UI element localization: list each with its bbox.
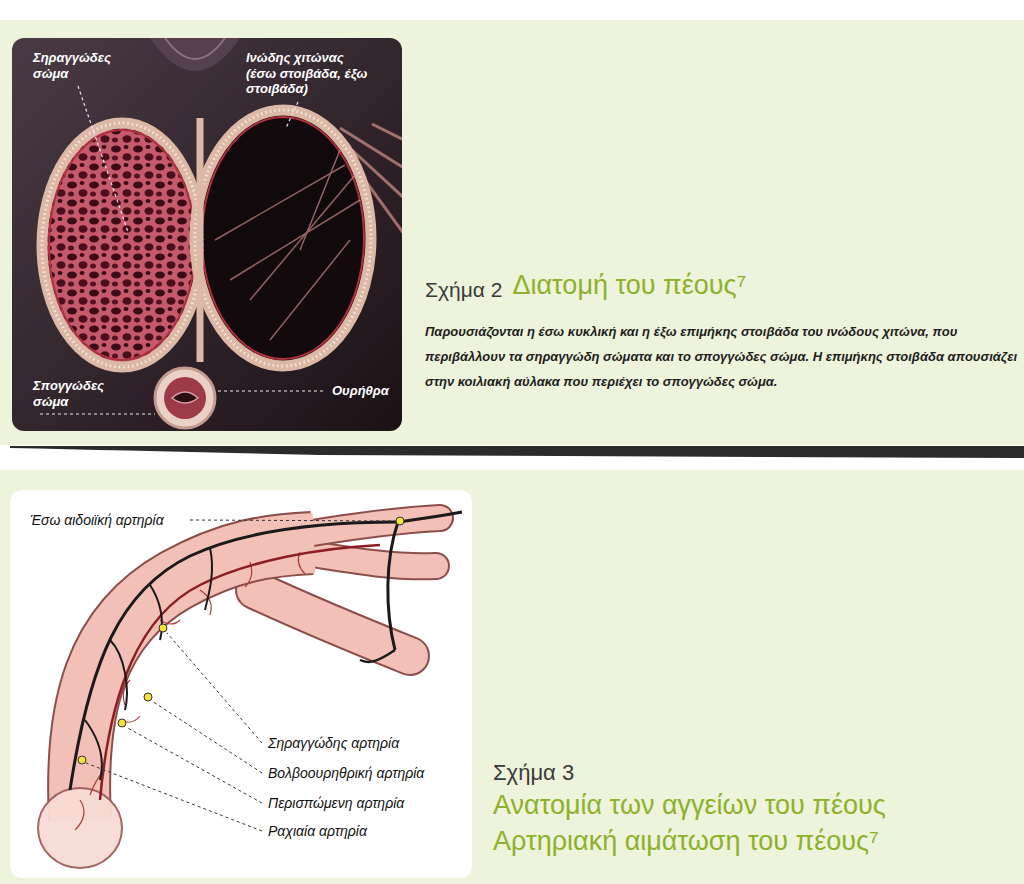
panel-ground [0,20,1024,445]
figure-number: Σχήμα 2 [425,278,502,302]
leader-line [218,390,326,391]
cross-section [42,123,202,367]
figure-title: Αρτηριακή αιμάτωση του πέους⁷ [493,826,879,857]
image-panel: Σηραγγώδες σώμα Ινώδης χιτώνας (έσω στοιβ… [12,38,402,431]
penis-vessels [300,552,436,566]
penis-vessels [300,552,436,566]
cross-section [155,368,215,428]
penis-vessels [396,517,404,525]
leader-line [78,86,128,232]
penis-vessels [205,548,212,610]
artery-label: Περισπώμενη αρτηρία [268,795,404,812]
penis-vessels [150,585,162,640]
artery-label: Σηραγγώδης αρτηρία [268,735,399,752]
cross-section [164,377,206,419]
part-label: Ινώδης χιτώνας (έσω στοιβάδα, έξω στοιβά… [246,50,371,97]
leader-line [152,701,262,773]
figure-title: Ανατομία των αγγείων του πέους [493,790,886,821]
cross-section [150,38,240,71]
cross-section [250,175,355,300]
figure-panel: Σχήμα 3 Ανατομία των αγγείων του πέουςΑρτ… [0,470,1024,884]
cross-section [195,110,371,366]
penis-vessels [100,545,380,800]
figure-caption: Παρουσιάζονται η έσω κυκλική και η έξω ε… [425,319,1021,394]
leader-line [190,520,395,521]
cross-section [172,392,198,403]
cross-section [215,165,345,240]
cross-section [230,200,360,280]
penis-vessels [38,512,462,868]
penis-vessels [398,512,462,522]
artery-label: Βολβοουρηθρική αρτηρία [268,765,424,782]
leader-line [167,633,262,743]
leader-line [40,413,155,414]
penis-vessels [160,620,180,624]
image-panel: Έσω αιδοιϊκή αρτηρίαΣηραγγώδης αρτηρίαΒο… [10,490,472,878]
figure-panel: Σχήμα 2 Διατομή του πέους⁷ Παρουσιάζονται … [0,20,1024,445]
cross-section [42,123,202,367]
leader-line [126,727,262,803]
cross-section [195,110,371,366]
part-label: Σπογγώδες σώμα [33,378,133,409]
cross-section [300,150,340,250]
cross-section [197,118,204,362]
leader-line [40,86,326,414]
part-label: Σηραγγώδες σώμα [33,50,143,81]
cross-section [215,150,360,340]
penis-vessels [85,548,212,780]
leader-line [286,102,298,128]
panel-ground [0,20,1024,884]
penis-vessels [85,720,102,780]
leader-line [86,520,395,831]
cross-section [372,124,402,140]
panel-ground [0,470,1024,884]
penis-vessels [360,650,395,662]
cross-section [202,117,364,359]
penis-vessels [159,624,167,632]
penis-vessels [75,552,305,830]
figure-title: Διατομή του πέους⁷ [512,270,746,301]
penis-vessels [388,522,398,650]
penis-vessels [78,517,404,764]
artery-label: Ραχιαία αρτηρία [268,823,367,840]
cross-section [49,130,195,360]
part-label: Ουρήθρα [332,383,389,399]
penis-vessels [78,756,86,764]
leader-line [86,763,262,831]
penis-vessels [144,693,152,701]
penis-vessels [75,800,84,830]
panel-ground [10,490,472,878]
penis-vessels [110,640,127,710]
penis-vessels [118,719,126,727]
panel-ground [12,38,402,431]
penis-vessels [38,788,122,868]
panel-ground [10,446,1024,458]
cross-section [42,38,402,428]
cross-section [270,240,350,340]
figure-number: Σχήμα 3 [493,760,574,785]
artery-label: Έσω αιδοιϊκή αρτηρία [30,512,164,529]
cross-section [165,38,225,59]
